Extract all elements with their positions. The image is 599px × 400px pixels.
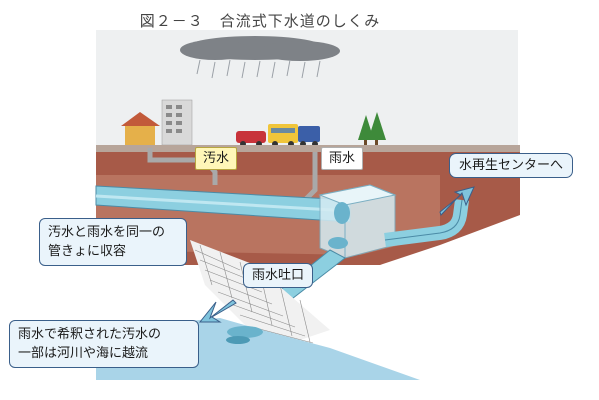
outfall-label: 雨水吐口 <box>243 263 314 288</box>
blue-car-vehicle <box>298 126 320 147</box>
combined-pipe-callout: 汚水と雨水を同一の 管きょに収容 <box>39 218 187 266</box>
combined-pipe-line2: 管きょに収容 <box>48 244 127 259</box>
combined-pipe-line1: 汚水と雨水を同一の <box>48 225 166 240</box>
apartment-building <box>161 99 193 146</box>
tree-group <box>358 112 386 146</box>
rain-drops <box>196 59 321 79</box>
treatment-center-label: 水再生センターへ <box>449 153 574 178</box>
sewage-label: 汚水 <box>195 147 238 170</box>
overflow-line2: 一部は河川や海に越流 <box>18 346 149 361</box>
arrow-overflow-icon <box>198 299 237 323</box>
house-building <box>121 112 160 145</box>
arrow-to-treatment-icon <box>439 186 475 216</box>
overflow-callout: 雨水で希釈された汚水の 一部は河川や海に越流 <box>9 320 199 368</box>
overflow-chamber <box>318 184 397 259</box>
figure-title: 図２－３ 合流式下水道のしくみ <box>139 12 381 30</box>
ground-surface <box>96 145 520 152</box>
red-car-vehicle <box>236 131 266 147</box>
embankment <box>190 240 330 350</box>
rain-label: 雨水 <box>321 147 364 170</box>
water-splash <box>226 326 263 344</box>
overflow-line1: 雨水で希釈された汚水の <box>18 327 162 342</box>
rain-cloud <box>180 36 340 61</box>
